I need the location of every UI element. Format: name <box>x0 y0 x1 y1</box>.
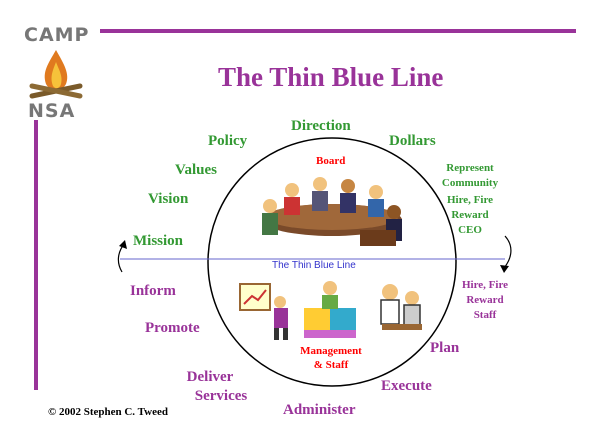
represent-community-label: Represent Community Hire, Fire Reward CE… <box>422 161 518 238</box>
worker-clipart <box>380 284 422 330</box>
represent-text: Represent <box>446 162 494 174</box>
management-text: Management <box>300 345 362 357</box>
deliver-text: Deliver <box>186 369 234 385</box>
presenter-clipart <box>239 283 288 340</box>
camp-nsa-logo: CAMP NSA <box>18 22 100 122</box>
logo-top-text: CAMP <box>24 24 90 46</box>
left-accent-bar <box>34 120 38 390</box>
puzzle-clipart <box>304 281 356 338</box>
staff-text: & Staff <box>313 359 349 371</box>
plan-label: Plan <box>430 340 460 356</box>
inform-label: Inform <box>130 283 176 299</box>
left-arrow <box>117 243 125 273</box>
dollars-label: Dollars <box>389 133 436 149</box>
management-staff-label: Management & Staff <box>282 344 380 372</box>
mission-label: Mission <box>133 233 184 249</box>
values-label: Values <box>175 162 217 178</box>
board-label: Board <box>316 155 346 167</box>
reward-text: Reward <box>451 209 489 221</box>
staff-text: Staff <box>473 309 497 321</box>
execute-label: Execute <box>381 378 432 394</box>
deliver-services-label: Deliver Services <box>170 368 250 406</box>
staff-hire-fire-text: Hire, Fire <box>461 279 509 291</box>
ceo-text: CEO <box>458 224 482 236</box>
policy-label: Policy <box>208 133 248 149</box>
staff-reward-text: Reward <box>466 294 504 306</box>
direction-label: Direction <box>291 118 351 134</box>
vision-label: Vision <box>148 191 189 207</box>
hire-fire-staff-label: Hire, Fire Reward Staff <box>448 278 522 323</box>
top-accent-bar <box>100 29 576 33</box>
logo-bottom-text: NSA <box>28 100 76 122</box>
right-arrow <box>503 235 512 269</box>
community-text: Community <box>441 177 499 189</box>
promote-label: Promote <box>145 320 200 336</box>
copyright-text: © 2002 Stephen C. Tweed <box>48 406 168 418</box>
administer-label: Administer <box>283 402 356 418</box>
thin-blue-line-label: The Thin Blue Line <box>272 260 356 271</box>
board-meeting-clipart <box>262 177 402 246</box>
hire-fire-text: Hire, Fire <box>446 194 494 206</box>
services-text: Services <box>194 388 248 404</box>
slide-title: The Thin Blue Line <box>218 62 444 92</box>
campfire-icon <box>29 50 83 99</box>
